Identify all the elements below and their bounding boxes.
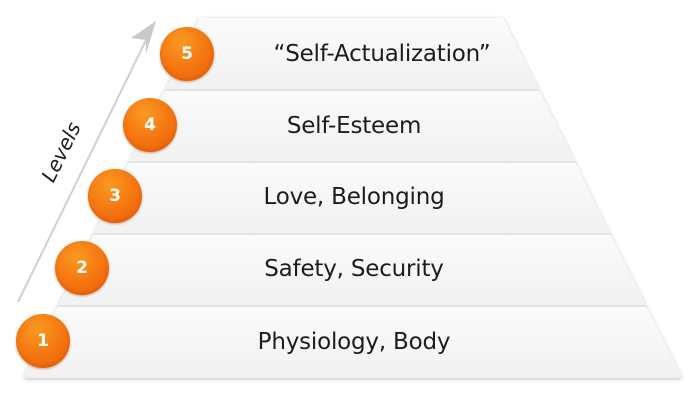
level-2-label: Safety, Security [264, 256, 444, 282]
level-2-badge: 2 [55, 241, 109, 295]
level-4-label: Self-Esteem [286, 113, 422, 139]
band-level-5 [165, 18, 539, 90]
pyramid-bands [23, 18, 682, 378]
level-4-badge: 4 [123, 98, 177, 152]
level-3-label: Love, Belonging [263, 184, 445, 210]
level-1-badge: 1 [16, 314, 70, 368]
level-1-label: Physiology, Body [257, 329, 451, 355]
band-level-4 [129, 90, 575, 162]
level-3-badge: 3 [88, 169, 142, 223]
band-level-1 [23, 306, 682, 378]
level-5-label: “Self-Actualization” [273, 41, 491, 67]
band-level-2 [58, 234, 646, 306]
level-5-badge: 5 [160, 27, 214, 81]
band-dividers [58, 89, 646, 307]
levels-arrow [17, 21, 156, 303]
band-level-3 [94, 162, 610, 234]
